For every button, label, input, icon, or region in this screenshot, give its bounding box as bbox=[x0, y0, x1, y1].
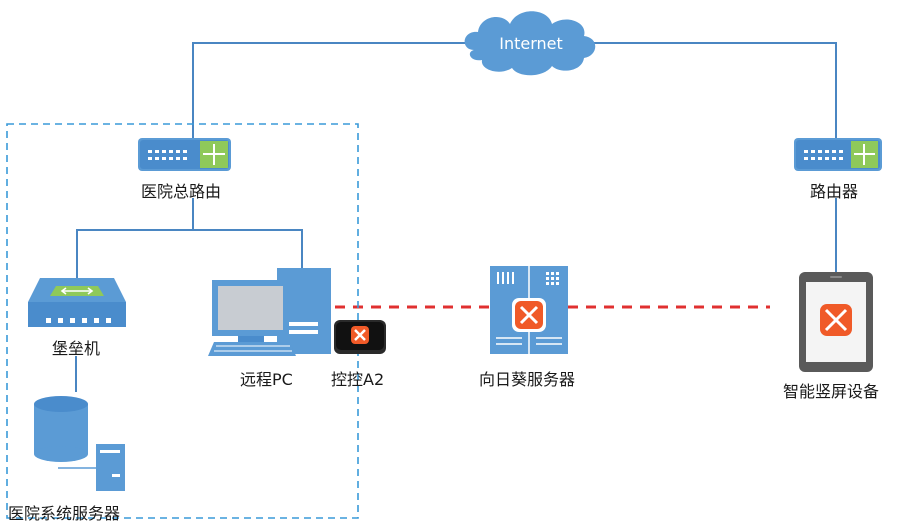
bastion-host-icon bbox=[28, 278, 126, 327]
control-box-icon bbox=[334, 320, 386, 354]
cloud-icon bbox=[464, 11, 596, 76]
smart-screen-label: 智能竖屏设备 bbox=[783, 382, 880, 401]
database-icon bbox=[34, 396, 122, 469]
hospital-router-label: 医院总路由 bbox=[141, 182, 222, 201]
router-label: 路由器 bbox=[810, 182, 859, 201]
connections bbox=[75, 42, 837, 392]
hospital-router-icon bbox=[138, 138, 231, 171]
internet-to-router-line bbox=[590, 42, 837, 138]
cloud-label: Internet bbox=[499, 34, 563, 53]
tablet-icon bbox=[799, 272, 873, 372]
sunlogin-server-label: 向日葵服务器 bbox=[479, 370, 576, 389]
desktop-pc-icon bbox=[208, 268, 331, 356]
router-branch-line bbox=[76, 229, 303, 278]
remote-pc-label: 远程PC bbox=[240, 370, 293, 389]
server-icon bbox=[490, 266, 568, 354]
small-server-icon bbox=[96, 444, 125, 491]
hospital-system-server-label: 医院系统服务器 bbox=[8, 504, 121, 523]
router-icon bbox=[794, 138, 882, 171]
kongkong-label: 控控A2 bbox=[331, 370, 385, 389]
internet-to-hospital-router-line bbox=[192, 42, 478, 138]
bastion-label: 堡垒机 bbox=[52, 339, 101, 358]
